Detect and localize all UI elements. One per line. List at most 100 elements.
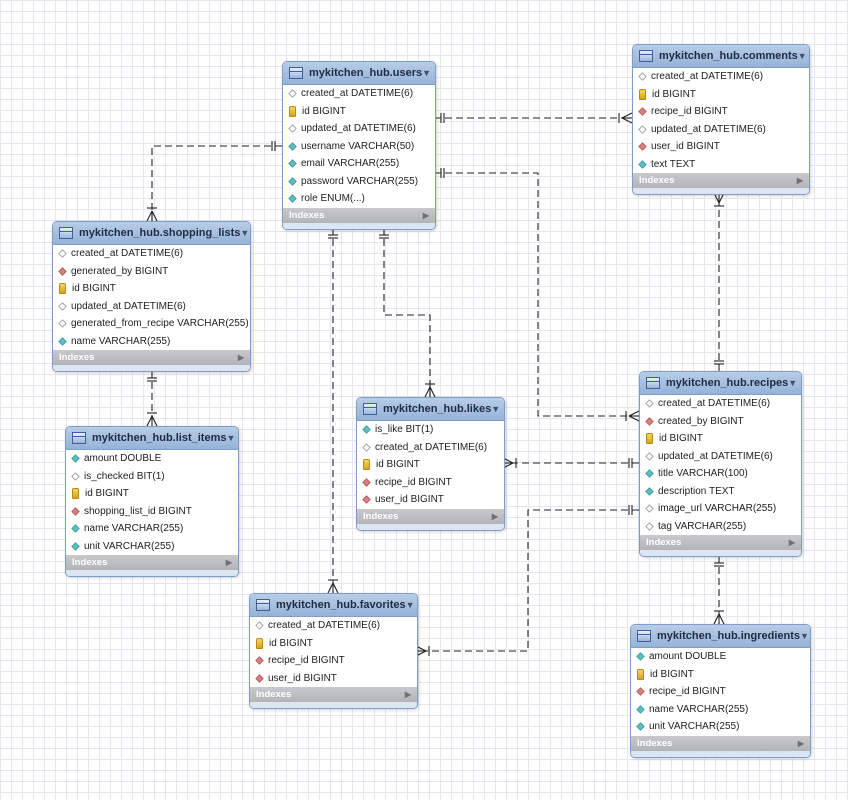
expand-arrow-icon[interactable]: ▶ xyxy=(404,690,411,699)
table-shopping-lists[interactable]: mykitchen_hub.shopping_lists▼created_at … xyxy=(52,221,251,372)
column-row[interactable]: created_at DATETIME(6) xyxy=(640,395,801,413)
relationship-shopping-lists-list-items[interactable] xyxy=(146,371,158,427)
column-row[interactable]: recipe_id BIGINT xyxy=(357,474,504,492)
column-row[interactable]: username VARCHAR(50) xyxy=(283,138,435,156)
column-row[interactable]: generated_by BIGINT xyxy=(53,263,250,281)
collapse-caret-icon[interactable]: ▼ xyxy=(240,228,250,238)
column-row[interactable]: amount DOUBLE xyxy=(631,648,810,666)
indexes-section[interactable]: Indexes▶ xyxy=(631,735,810,751)
column-row[interactable]: password VARCHAR(255) xyxy=(283,173,435,191)
column-row[interactable]: user_id BIGINT xyxy=(633,138,809,156)
column-row[interactable]: id BIGINT xyxy=(357,456,504,474)
expand-arrow-icon[interactable]: ▶ xyxy=(796,176,803,185)
column-row[interactable]: unit VARCHAR(255) xyxy=(66,538,238,556)
column-row[interactable]: title VARCHAR(100) xyxy=(640,465,801,483)
column-row[interactable]: id BIGINT xyxy=(283,103,435,121)
collapse-caret-icon[interactable]: ▼ xyxy=(800,631,809,641)
indexes-section[interactable]: Indexes▶ xyxy=(640,535,801,550)
table-header[interactable]: mykitchen_hub.shopping_lists▼ xyxy=(53,222,250,245)
column-row[interactable]: email VARCHAR(255) xyxy=(283,155,435,173)
table-favorites[interactable]: mykitchen_hub.favorites▼created_at DATET… xyxy=(249,593,418,709)
primary-key-icon xyxy=(256,637,263,649)
column-row[interactable]: user_id BIGINT xyxy=(357,491,504,509)
indexes-section[interactable]: Indexes▶ xyxy=(66,555,238,570)
column-row[interactable]: updated_at DATETIME(6) xyxy=(283,120,435,138)
table-users[interactable]: mykitchen_hub.users▼created_at DATETIME(… xyxy=(282,61,436,230)
column-row[interactable]: updated_at DATETIME(6) xyxy=(640,448,801,466)
column-row[interactable]: unit VARCHAR(255) xyxy=(631,718,810,736)
column-row[interactable]: amount DOUBLE xyxy=(66,450,238,468)
column-row[interactable]: created_at DATETIME(6) xyxy=(283,85,435,103)
table-header[interactable]: mykitchen_hub.recipes▼ xyxy=(640,372,801,395)
relationship-users-favorites[interactable] xyxy=(327,228,339,594)
column-row[interactable]: generated_from_recipe VARCHAR(255) xyxy=(53,315,250,333)
column-row[interactable]: updated_at DATETIME(6) xyxy=(633,121,809,139)
indexes-section[interactable]: Indexes▶ xyxy=(633,173,809,188)
expand-arrow-icon[interactable]: ▶ xyxy=(797,738,804,748)
column-row[interactable]: recipe_id BIGINT xyxy=(633,103,809,121)
table-header[interactable]: mykitchen_hub.list_items▼ xyxy=(66,427,238,450)
collapse-caret-icon[interactable]: ▼ xyxy=(405,600,415,610)
expand-arrow-icon[interactable]: ▶ xyxy=(788,538,795,547)
column-row[interactable]: name VARCHAR(255) xyxy=(66,520,238,538)
column-row[interactable]: created_at DATETIME(6) xyxy=(633,68,809,86)
indexes-section[interactable]: Indexes▶ xyxy=(250,687,417,702)
column-row[interactable]: created_by BIGINT xyxy=(640,413,801,431)
relationship-users-likes[interactable] xyxy=(379,228,436,398)
column-name: generated_from_recipe VARCHAR(255) xyxy=(71,318,249,330)
column-row[interactable]: is_checked BIT(1) xyxy=(66,468,238,486)
table-header[interactable]: mykitchen_hub.comments▼ xyxy=(633,45,809,68)
collapse-caret-icon[interactable]: ▼ xyxy=(491,404,501,414)
table-title: mykitchen_hub.ingredients xyxy=(657,630,801,642)
column-row[interactable]: shopping_list_id BIGINT xyxy=(66,503,238,521)
column-row[interactable]: tag VARCHAR(255) xyxy=(640,518,801,536)
column-row[interactable]: id BIGINT xyxy=(53,280,250,298)
column-name: updated_at DATETIME(6) xyxy=(301,123,416,135)
column-row[interactable]: text TEXT xyxy=(633,156,809,174)
table-header[interactable]: mykitchen_hub.users▼ xyxy=(283,62,435,85)
column-row[interactable]: role ENUM(...) xyxy=(283,190,435,208)
table-header[interactable]: mykitchen_hub.likes▼ xyxy=(357,398,504,421)
relationship-recipes-comments[interactable] xyxy=(713,192,725,371)
column-row[interactable]: id BIGINT xyxy=(631,666,810,684)
column-row[interactable]: name VARCHAR(255) xyxy=(53,333,250,351)
expand-arrow-icon[interactable]: ▶ xyxy=(237,353,244,362)
column-row[interactable]: id BIGINT xyxy=(66,485,238,503)
table-recipes[interactable]: mykitchen_hub.recipes▼created_at DATETIM… xyxy=(639,371,802,557)
column-row[interactable]: updated_at DATETIME(6) xyxy=(53,298,250,316)
indexes-section[interactable]: Indexes▶ xyxy=(283,207,435,223)
table-comments[interactable]: mykitchen_hub.comments▼created_at DATETI… xyxy=(632,44,810,195)
table-header[interactable]: mykitchen_hub.ingredients▼ xyxy=(631,625,810,648)
expand-arrow-icon[interactable]: ▶ xyxy=(491,511,498,521)
table-likes[interactable]: mykitchen_hub.likes▼is_like BIT(1)create… xyxy=(356,397,505,531)
expand-arrow-icon[interactable]: ▶ xyxy=(225,558,232,567)
relationship-recipes-likes[interactable] xyxy=(502,457,639,469)
collapse-caret-icon[interactable]: ▼ xyxy=(788,378,798,388)
indexes-section[interactable]: Indexes▶ xyxy=(53,350,250,365)
column-row[interactable]: created_at DATETIME(6) xyxy=(53,245,250,263)
relationship-users-comments[interactable] xyxy=(434,112,633,124)
column-row[interactable]: image_url VARCHAR(255) xyxy=(640,500,801,518)
column-row[interactable]: id BIGINT xyxy=(633,86,809,104)
collapse-caret-icon[interactable]: ▼ xyxy=(422,68,432,78)
collapse-caret-icon[interactable]: ▼ xyxy=(226,433,236,443)
column-row[interactable]: created_at DATETIME(6) xyxy=(357,439,504,457)
column-row[interactable]: created_at DATETIME(6) xyxy=(250,617,417,635)
column-row[interactable]: is_like BIT(1) xyxy=(357,421,504,439)
column-row[interactable]: recipe_id BIGINT xyxy=(631,683,810,701)
column-row[interactable]: recipe_id BIGINT xyxy=(250,652,417,670)
column-row[interactable]: description TEXT xyxy=(640,483,801,501)
relationship-users-shopping-lists[interactable] xyxy=(146,141,282,222)
column-row[interactable]: name VARCHAR(255) xyxy=(631,701,810,719)
indexes-section[interactable]: Indexes▶ xyxy=(357,508,504,524)
column-row[interactable]: id BIGINT xyxy=(250,635,417,653)
relationship-users-recipes[interactable] xyxy=(434,168,640,422)
collapse-caret-icon[interactable]: ▼ xyxy=(797,51,807,61)
expand-arrow-icon[interactable]: ▶ xyxy=(422,210,429,220)
column-row[interactable]: user_id BIGINT xyxy=(250,670,417,688)
table-header[interactable]: mykitchen_hub.favorites▼ xyxy=(250,594,417,617)
column-row[interactable]: id BIGINT xyxy=(640,430,801,448)
relationship-recipes-ingredients[interactable] xyxy=(713,556,725,625)
